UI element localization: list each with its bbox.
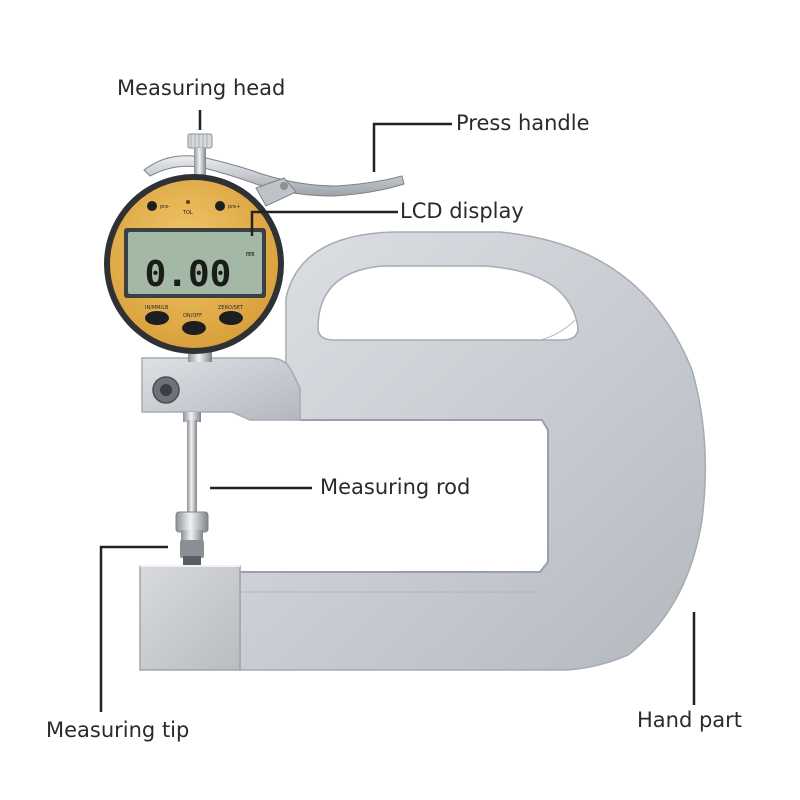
press-handle: [143, 155, 405, 207]
tol-label: TOL: [182, 210, 193, 216]
lower-jaw: [240, 591, 540, 593]
on-off-label: ON/OFF: [183, 313, 202, 319]
measuring-head: [187, 133, 213, 180]
label-measuring-rod: Measuring rod: [320, 475, 471, 499]
dial-bracket: [141, 357, 301, 421]
label-hand-part: Hand part: [637, 708, 743, 732]
zero-set-button[interactable]: [219, 311, 243, 325]
lcd-unit: mm: [246, 250, 254, 258]
callout-press-handle: [372, 122, 452, 172]
tol-indicator: [186, 200, 190, 204]
zero-set-label: ZERO/SET: [218, 305, 244, 311]
lcd-reading: 0.00: [145, 254, 232, 295]
pre-plus-label: pre+: [228, 204, 240, 210]
label-measuring-head: Measuring head: [117, 76, 286, 100]
callout-lcd-display: [250, 210, 398, 236]
hand-part-frame: [239, 231, 707, 671]
unit-button-label: IN/MM/LB: [145, 305, 169, 311]
measuring-rod: [175, 412, 209, 542]
unit-button[interactable]: [145, 311, 169, 325]
label-lcd-display: LCD display: [400, 199, 524, 223]
label-measuring-tip: Measuring tip: [46, 718, 190, 742]
anvil-block: [139, 565, 241, 671]
label-press-handle: Press handle: [456, 111, 590, 135]
callout-measuring-tip: [99, 545, 168, 712]
pre-minus-label: pre-: [160, 204, 170, 210]
measuring-tip: [180, 540, 204, 566]
on-off-button[interactable]: [182, 321, 206, 335]
pre-plus-button[interactable]: [215, 201, 225, 211]
pre-minus-button[interactable]: [147, 201, 157, 211]
digital-dial: pre- pre+ TOL 0.00 mm IN/MM/LB ON/OFF ZE…: [104, 174, 284, 362]
lcd-screen: [128, 232, 262, 294]
callout-lines: [99, 110, 696, 712]
